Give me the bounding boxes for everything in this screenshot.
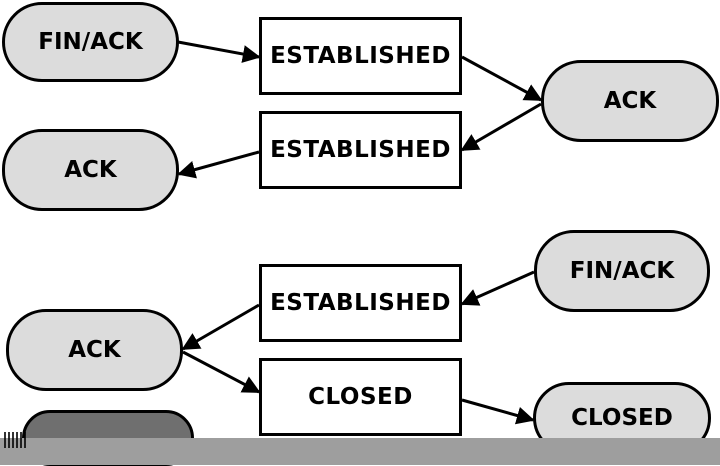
arrow-established-1-to-ack bbox=[461, 55, 543, 102]
arrow-closed-to-closed bbox=[461, 398, 535, 425]
state-label: ESTABLISHED bbox=[270, 137, 451, 163]
state-box-established-3: ESTABLISHED bbox=[259, 264, 462, 342]
message-pill-finack-2: FIN/ACK bbox=[534, 230, 710, 312]
arrow-ack-to-established-2 bbox=[460, 102, 542, 152]
state-label: ESTABLISHED bbox=[270, 43, 451, 69]
message-pill-finack-1: FIN/ACK bbox=[2, 2, 179, 82]
message-label: ACK bbox=[603, 88, 657, 114]
message-pill-ack-left-1: ACK bbox=[2, 129, 179, 211]
footer-mark bbox=[4, 432, 28, 448]
arrow-ack-to-closed bbox=[182, 350, 261, 394]
message-label: FIN/ACK bbox=[569, 258, 675, 284]
state-box-established-1: ESTABLISHED bbox=[259, 17, 462, 95]
message-label: CLOSED bbox=[571, 405, 673, 431]
arrow-finack-to-established-1 bbox=[177, 40, 261, 63]
state-box-established-2: ESTABLISHED bbox=[259, 111, 462, 189]
arrow-established-2-to-ack bbox=[177, 150, 260, 179]
state-label: ESTABLISHED bbox=[270, 290, 451, 316]
message-label: FIN/ACK bbox=[38, 29, 143, 55]
message-pill-ack-right: ACK bbox=[541, 60, 719, 142]
message-label: ACK bbox=[64, 157, 117, 183]
footer-bar bbox=[0, 438, 720, 465]
state-box-closed: CLOSED bbox=[259, 358, 462, 436]
arrow-finack-to-established-3 bbox=[460, 270, 535, 306]
message-label: ACK bbox=[68, 337, 121, 363]
arrow-established-3-to-ack bbox=[181, 303, 260, 351]
state-label: CLOSED bbox=[308, 384, 413, 410]
message-pill-ack-left-2: ACK bbox=[6, 309, 183, 391]
